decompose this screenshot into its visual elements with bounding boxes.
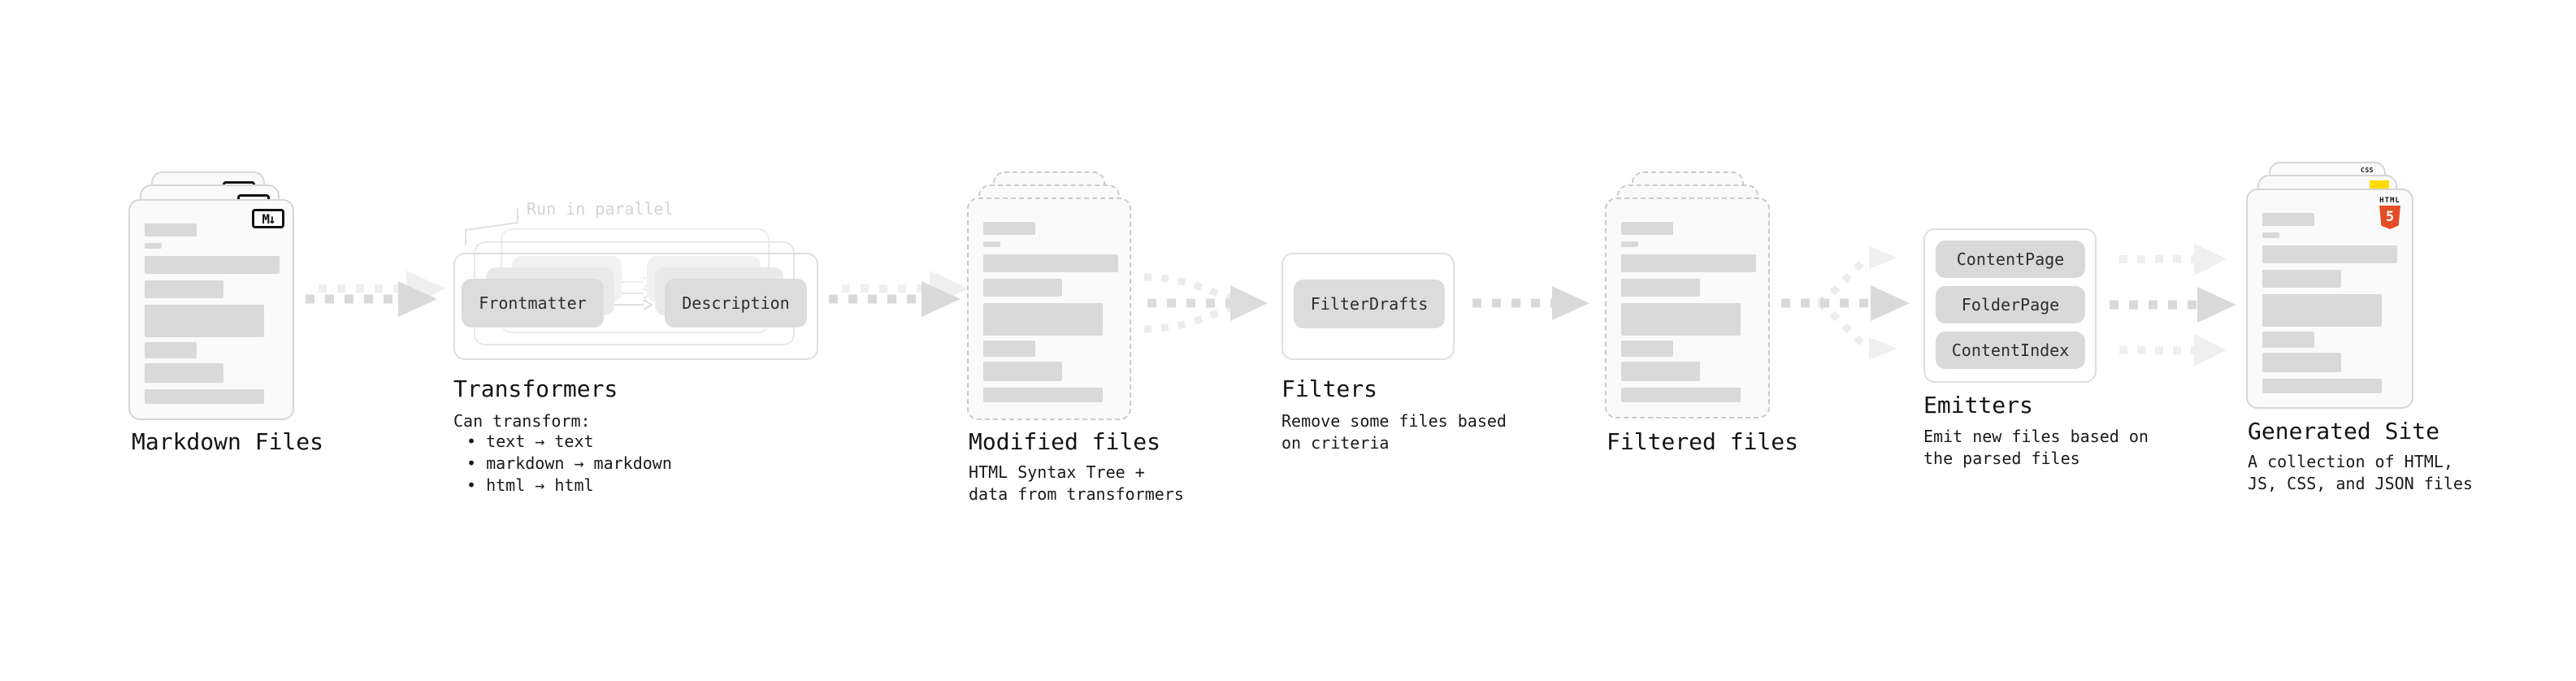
- text-line-placeholder: [145, 305, 264, 337]
- arrow-markdown-to-transformers: [306, 271, 445, 317]
- text-line-placeholder: [1621, 279, 1700, 297]
- text-line-placeholder: [2262, 213, 2314, 226]
- text-line-placeholder: [983, 241, 1000, 247]
- transformers-bullet: • markdown → markdown: [466, 453, 672, 473]
- markdown-files-label: Markdown Files: [132, 428, 324, 455]
- modified-files-label: Modified files: [969, 428, 1161, 455]
- text-line-placeholder: [1621, 388, 1741, 402]
- text-line-placeholder: [2262, 270, 2341, 288]
- generated-site-note-line: JS, CSS, and JSON files: [2248, 474, 2473, 493]
- transformers-note-title: Can transform:: [453, 411, 591, 431]
- text-line-placeholder: [145, 243, 162, 249]
- text-line-placeholder: [983, 340, 1035, 357]
- run-in-parallel-leader-line: [465, 208, 518, 245]
- text-line-placeholder: [1621, 303, 1741, 336]
- text-line-placeholder: [145, 223, 197, 236]
- generated-html-file-card: HTML 5: [2246, 189, 2413, 409]
- transformers-label: Transformers: [453, 375, 618, 402]
- arrow-filtered-to-emitters: [1781, 246, 1910, 360]
- filters-note-line: Remove some files based: [1281, 411, 1507, 431]
- filters-note-line: on criteria: [1281, 433, 1390, 453]
- arrows-emitters-to-generated: [2110, 243, 2236, 367]
- transformers-bullet: • text → text: [466, 432, 594, 451]
- text-line-placeholder: [2262, 245, 2397, 263]
- transformer-frontmatter-pill: Frontmatter: [462, 279, 604, 327]
- emitter-content-page-pill: ContentPage: [1936, 241, 2085, 278]
- emitter-folder-page-pill: FolderPage: [1936, 286, 2085, 323]
- text-line-placeholder: [145, 363, 223, 383]
- text-line-placeholder: [145, 256, 280, 274]
- html5-icon-label: HTML: [2379, 197, 2400, 205]
- run-in-parallel-callout: Run in parallel: [527, 199, 674, 219]
- text-line-placeholder: [1621, 362, 1700, 381]
- text-line-placeholder: [145, 389, 264, 404]
- emitters-label: Emitters: [1923, 392, 2033, 419]
- text-line-placeholder: [983, 388, 1103, 402]
- html5-icon-shield: 5: [2379, 206, 2400, 229]
- text-line-placeholder: [983, 362, 1062, 381]
- text-line-placeholder: [2262, 379, 2382, 393]
- text-line-placeholder: [983, 254, 1118, 272]
- text-line-placeholder: [2262, 232, 2279, 238]
- filters-label: Filters: [1281, 375, 1378, 402]
- markdown-file-card-front: M↓: [128, 199, 294, 420]
- text-line-placeholder: [145, 280, 223, 298]
- emitter-content-index-pill: ContentIndex: [1936, 332, 2085, 369]
- transformer-layer-1: [453, 253, 818, 360]
- text-line-placeholder: [983, 222, 1035, 235]
- text-line-placeholder: [983, 279, 1062, 297]
- generated-site-note-line: A collection of HTML,: [2248, 452, 2453, 471]
- transformer-description-pill: Description: [665, 279, 807, 327]
- text-line-placeholder: [1621, 241, 1638, 247]
- css-icon-label: CSS: [2361, 167, 2374, 174]
- modified-files-note-line: data from transformers: [969, 484, 1184, 504]
- modified-files-note-line: HTML Syntax Tree +: [969, 462, 1145, 482]
- arrow-filters-to-filtered: [1472, 286, 1589, 320]
- arrow-transformers-to-modified: [829, 271, 969, 317]
- filtered-file-card: [1605, 197, 1770, 419]
- js-icon: [2370, 180, 2389, 191]
- filter-drafts-pill: FilterDrafts: [1294, 280, 1445, 328]
- text-line-placeholder: [1621, 254, 1756, 272]
- filtered-files-label: Filtered files: [1607, 428, 1799, 455]
- markdown-icon: M↓: [252, 209, 284, 228]
- modified-file-card: [967, 197, 1131, 420]
- text-line-placeholder: [2262, 294, 2382, 327]
- html5-icon: HTML 5: [2378, 197, 2402, 229]
- text-line-placeholder: [1621, 222, 1673, 235]
- text-line-placeholder: [1621, 340, 1673, 357]
- text-line-placeholder: [2262, 332, 2314, 348]
- text-line-placeholder: [145, 342, 197, 358]
- arrow-modified-to-filters: [1143, 273, 1268, 333]
- text-line-placeholder: [2262, 353, 2341, 372]
- generated-site-label: Generated Site: [2248, 418, 2440, 445]
- emitters-note-line: the parsed files: [1923, 449, 2080, 468]
- text-line-placeholder: [983, 303, 1103, 336]
- transformers-bullet: • html → html: [466, 475, 594, 495]
- emitters-note-line: Emit new files based on: [1923, 427, 2149, 446]
